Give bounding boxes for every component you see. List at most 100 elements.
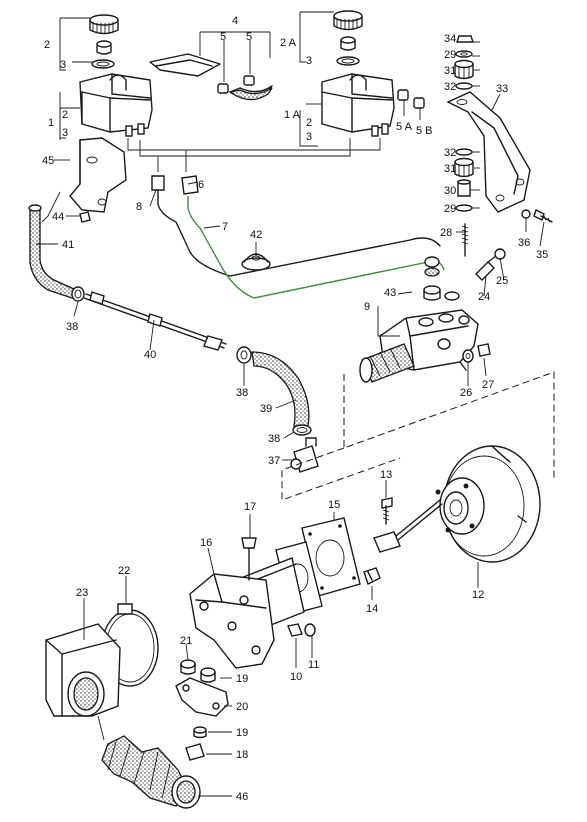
callout-5a: 5 A [396,121,413,133]
rubber-bush-31-lower [454,157,474,178]
callout-8: 8 [136,201,142,213]
callout-37: 37 [268,455,280,467]
bushing-19-lower [193,726,207,739]
callout-7: 7 [222,221,228,233]
callout-28: 28 [440,227,452,239]
callout-26: 26 [460,387,472,399]
clevis-fork [373,531,401,553]
hose-clamps-5a-5b [397,89,425,120]
callout-32-lower: 32 [444,147,456,159]
mounting-bracket-33 [446,91,531,213]
connection-hose-39 [251,351,310,427]
seal-43 [424,256,440,277]
callout-5b: 5 B [416,125,433,137]
return-pipe-4 [149,31,271,77]
spacer-sleeve-30 [457,179,471,197]
callout-25: 25 [496,275,508,287]
stud-28 [461,223,469,257]
brake-light-switch-24 [475,255,497,281]
callout-23: 23 [76,587,88,599]
callout-38-lower: 38 [268,433,280,445]
washer-29-lower [455,204,473,212]
union-nut-8 [151,175,165,191]
bushing-21 [180,659,196,675]
callout-21: 21 [180,635,192,647]
hose-clamp-38-left [71,286,85,302]
callout-31-lower: 31 [444,163,456,175]
seal-43-lower [423,285,460,301]
callout-1a: 1 A [284,109,301,121]
callout-29-lower: 29 [444,203,456,215]
hose-clamp-38-lower [292,424,312,436]
washer-32-lower [455,148,473,156]
callout-33: 33 [496,83,508,95]
callout-14: 14 [366,603,378,615]
callout-38-left: 38 [66,321,78,333]
callout-43: 43 [384,287,396,299]
callout-12: 12 [472,589,484,601]
right-reservoir-seal [336,56,360,66]
callout-22: 22 [118,565,130,577]
callout-2-left: 2 [44,39,50,51]
grommet-42 [241,253,271,271]
lever-20 [175,677,229,717]
nut-44 [79,211,91,223]
callout-13: 13 [380,469,392,481]
callout-45: 45 [42,155,54,167]
callout-9: 9 [364,301,370,313]
callout-3-left-top: 3 [60,59,66,71]
brake-booster-12 [395,445,541,563]
callout-18: 18 [236,749,248,761]
cap-25 [494,248,506,260]
callout-19-lower: 19 [236,727,248,739]
bushing-19-top [200,667,216,683]
callout-40: 40 [144,349,156,361]
hose-clamp-5 [217,40,273,101]
callout-11: 11 [308,659,319,671]
callout-4: 4 [232,15,238,27]
callout-46: 46 [236,791,248,803]
callout-30: 30 [444,185,456,197]
pin-17 [241,537,257,581]
callout-20: 20 [236,701,248,713]
callout-31-top: 31 [444,65,456,77]
callout-17: 17 [244,501,256,513]
callout-2-right: 2 [306,117,312,129]
callout-32-top: 32 [444,81,456,93]
clevis-bolt-13 [381,497,393,525]
left-reservoir-bracket-lines [59,17,94,140]
nut-27 [477,343,491,357]
washer-36-bolt-35 [521,209,553,223]
left-fluid-reservoir [79,73,153,137]
dashed-assembly-outline [281,371,555,501]
nut-34 [456,35,474,43]
callout-5-b: 5 [246,31,252,43]
master-cylinder-boot [359,343,415,383]
leader-lines [36,41,545,797]
support-plate-45 [69,137,127,213]
callout-1-left: 1 [48,117,54,129]
washer-29-top [455,50,473,58]
callout-5-a: 5 [220,31,226,43]
callout-27: 27 [482,379,494,391]
callout-10: 10 [290,671,302,683]
rubber-bush-31-top [454,59,474,80]
callout-29-top: 29 [444,49,456,61]
callout-44: 44 [52,211,64,223]
callout-19-top: 19 [236,673,248,685]
nut-10-washer-11 [287,623,316,637]
callout-3-left-mid: 3 [62,127,68,139]
callout-34: 34 [444,33,456,45]
callout-2-left-mid: 2 [62,109,68,121]
hose-connector-37 [290,437,319,473]
callout-42: 42 [250,229,262,241]
callout-15: 15 [328,499,340,511]
right-reservoir-cap [333,10,363,51]
callout-24: 24 [478,291,490,303]
hose-clamp-38-middle [236,346,252,364]
left-reservoir-seal [91,59,115,69]
bellows-46 [101,735,201,809]
assembly-reference-lines [127,138,381,172]
connecting-pipe-40 [83,291,227,351]
